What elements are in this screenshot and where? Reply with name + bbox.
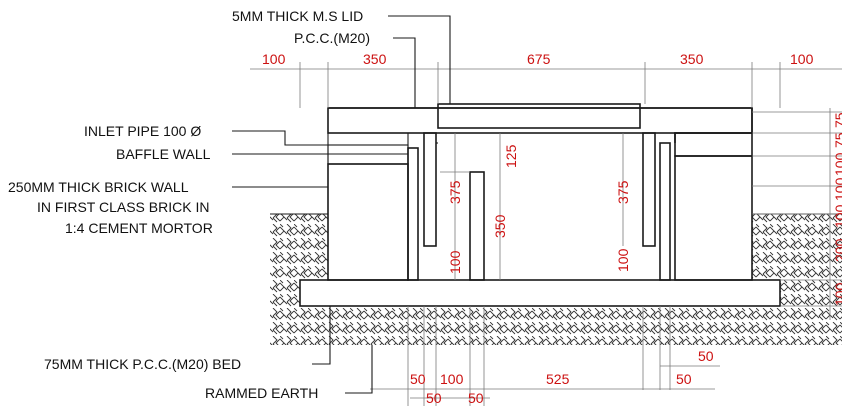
dim-right-100-b: 100 <box>832 177 842 201</box>
baffle-wall-center <box>469 171 485 281</box>
dim-bottom-100: 100 <box>440 371 464 387</box>
dim-top-100-left: 100 <box>262 51 286 67</box>
dim-top-675: 675 <box>527 51 551 67</box>
right-brick-wall <box>674 155 753 281</box>
dim-right-100-a: 100 <box>832 152 842 176</box>
dim-bottom-50-b: 50 <box>676 371 692 387</box>
brick-wall-label-2: IN FIRST CLASS BRICK IN <box>37 199 209 215</box>
dim-inner-350: 350 <box>492 214 508 238</box>
dim-inner-100-right: 100 <box>615 248 631 272</box>
right-wall-cap-hatch <box>674 132 753 157</box>
dim-bottom-50-a: 50 <box>410 371 426 387</box>
dim-right-75-a: 75 <box>832 112 842 128</box>
leader-lines <box>232 15 451 394</box>
dim-right-75-b: 75 <box>832 132 842 148</box>
dim-inner-100-left: 100 <box>447 250 463 274</box>
dim-right-100-c: 100 <box>832 204 842 228</box>
dim-inner-375-right: 375 <box>615 180 631 204</box>
baffle-wall-right <box>659 142 671 281</box>
pcc-bed-label: 75MM THICK P.C.C.(M20) BED <box>44 356 241 372</box>
dimension-lines <box>250 62 842 406</box>
dim-below-50-b: 50 <box>468 390 484 406</box>
dim-top-100-right: 100 <box>790 51 814 67</box>
dim-right-200: 200 <box>832 238 842 262</box>
pcc-bed <box>299 279 781 307</box>
dim-inner-375-left: 375 <box>447 180 463 204</box>
baffle-wall-hanging-left <box>423 132 437 247</box>
brick-wall-label-1: 250MM THICK BRICK WALL <box>8 179 189 195</box>
brick-wall-label-3: 1:4 CEMENT MORTOR <box>65 220 213 236</box>
dim-below-50-a: 50 <box>426 390 442 406</box>
rammed-earth-label: RAMMED EARTH <box>205 385 318 401</box>
baffle-wall-hanging-right <box>642 132 656 247</box>
dim-inner-125: 125 <box>503 144 519 168</box>
inlet-pipe-label: INLET PIPE 100 Ø <box>84 123 201 139</box>
dim-top-350-left: 350 <box>363 51 387 67</box>
baffle-wall-label: BAFFLE WALL <box>116 146 211 162</box>
pcc-top-label: P.C.C.(M20) <box>294 30 370 46</box>
dim-right-100-d: 100 <box>832 282 842 306</box>
dim-bottom-right-50: 50 <box>698 348 714 364</box>
baffle-wall-left <box>407 147 419 281</box>
dim-bottom-525: 525 <box>546 371 570 387</box>
dim-top-350-right: 350 <box>680 51 704 67</box>
left-brick-wall <box>327 163 409 281</box>
lid-label: 5MM THICK M.S LID <box>232 8 363 24</box>
